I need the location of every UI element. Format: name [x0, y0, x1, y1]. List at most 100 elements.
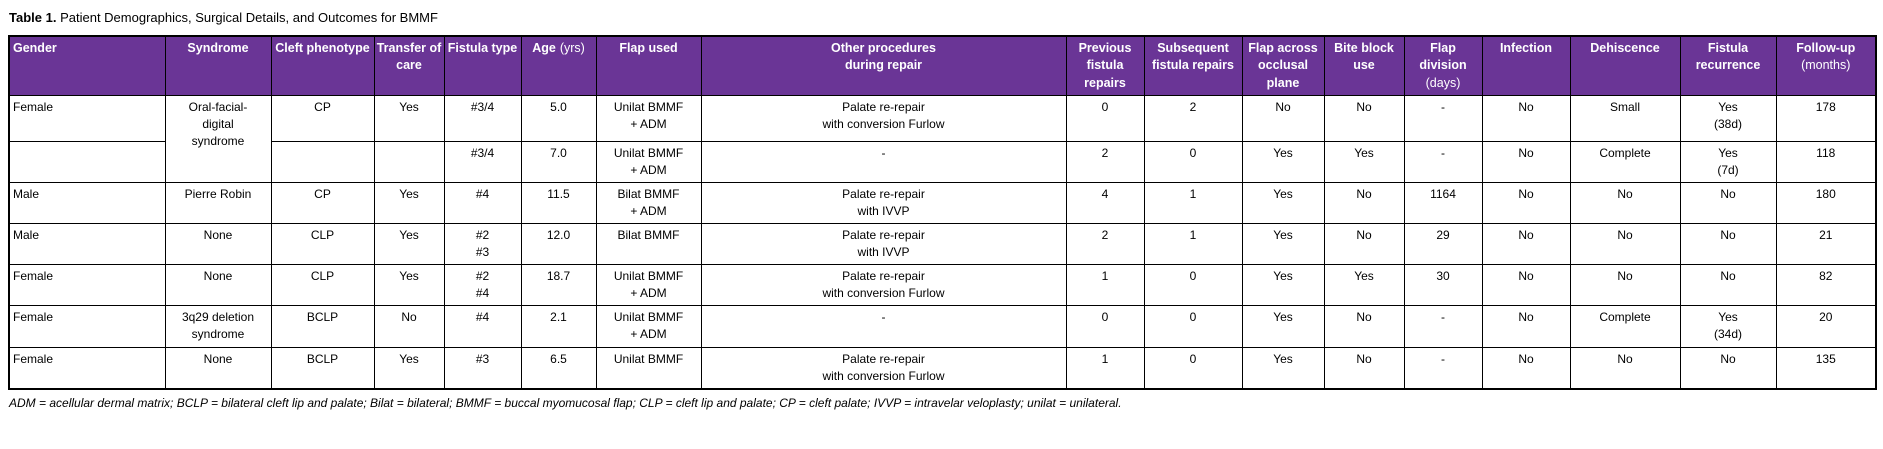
- cell-cleft-phenotype: CP: [270, 182, 375, 225]
- cell-infection: No: [1481, 223, 1571, 266]
- cell-fistula-recurrence: No: [1679, 347, 1777, 390]
- cell-age: 6.5: [520, 347, 597, 390]
- patient-demographics-table: Gender Syndrome Cleft phenotype Transfer…: [8, 34, 1877, 391]
- cell-dehiscence: Small: [1569, 95, 1681, 143]
- cell-cleft-phenotype: CP: [270, 95, 375, 143]
- cell-dehiscence: No: [1569, 223, 1681, 266]
- cell-bite-block: No: [1323, 347, 1405, 390]
- table-row: Female None BCLP Yes #3 6.5 Unilat BMMF …: [8, 347, 1877, 390]
- table-title-text: Patient Demographics, Surgical Details, …: [60, 10, 438, 25]
- cell-transfer-of-care: No: [373, 305, 445, 349]
- cell-flap-used: Unilat BMMF + ADM: [595, 264, 702, 307]
- cell-other-procedures: Palate re-repair with IVVP: [700, 182, 1067, 225]
- cell-cleft-phenotype: CLP: [270, 264, 375, 307]
- cell-follow-up: 135: [1775, 347, 1877, 390]
- cell-syndrome: None: [164, 223, 272, 266]
- cell-other-procedures: -: [700, 141, 1067, 184]
- cell-follow-up: 20: [1775, 305, 1877, 349]
- cell-flap-division: -: [1403, 95, 1483, 143]
- cell-flap-used: Unilat BMMF + ADM: [595, 305, 702, 349]
- cell-transfer-of-care: Yes: [373, 223, 445, 266]
- cell-gender: [8, 141, 166, 184]
- cell-flap-across: Yes: [1241, 182, 1325, 225]
- col-header-flap-used: Flap used: [595, 35, 702, 97]
- cell-transfer-of-care: [373, 141, 445, 184]
- col-header-flap-division-unit: (days): [1425, 75, 1461, 90]
- cell-fistula-recurrence: Yes (7d): [1679, 141, 1777, 184]
- cell-dehiscence: Complete: [1569, 305, 1681, 349]
- cell-subsequent-repairs: 2: [1143, 95, 1243, 143]
- col-header-dehiscence: Dehiscence: [1569, 35, 1681, 97]
- cell-previous-repairs: 4: [1065, 182, 1145, 225]
- table-title-number: Table 1.: [9, 10, 57, 25]
- col-header-flap-across-occlusal-plane: Flap across occlusal plane: [1241, 35, 1325, 97]
- cell-bite-block: No: [1323, 95, 1405, 143]
- cell-transfer-of-care: Yes: [373, 264, 445, 307]
- cell-transfer-of-care: Yes: [373, 95, 445, 143]
- col-header-gender: Gender: [8, 35, 166, 97]
- col-header-follow-up: Follow-up(months): [1775, 35, 1877, 97]
- cell-other-procedures: Palate re-repair with IVVP: [700, 223, 1067, 266]
- cell-flap-division: 29: [1403, 223, 1483, 266]
- cell-follow-up: 82: [1775, 264, 1877, 307]
- cell-flap-division: -: [1403, 305, 1483, 349]
- cell-infection: No: [1481, 264, 1571, 307]
- cell-age: 11.5: [520, 182, 597, 225]
- cell-previous-repairs: 2: [1065, 223, 1145, 266]
- cell-follow-up: 180: [1775, 182, 1877, 225]
- cell-dehiscence: No: [1569, 182, 1681, 225]
- cell-subsequent-repairs: 0: [1143, 347, 1243, 390]
- col-header-flap-division: Flap division(days): [1403, 35, 1483, 97]
- col-header-age: Age(yrs): [520, 35, 597, 97]
- cell-gender: Male: [8, 223, 166, 266]
- cell-infection: No: [1481, 305, 1571, 349]
- cell-transfer-of-care: Yes: [373, 182, 445, 225]
- table-row: Female Oral-facial- digital syndrome CP …: [8, 95, 1877, 184]
- cell-infection: No: [1481, 141, 1571, 184]
- cell-flap-division: 30: [1403, 264, 1483, 307]
- col-header-age-unit: (yrs): [559, 40, 585, 55]
- cell-fistula-recurrence: No: [1679, 182, 1777, 225]
- cell-dehiscence: No: [1569, 347, 1681, 390]
- cell-cleft-phenotype: CLP: [270, 223, 375, 266]
- table-row: #3/4 7.0 Unilat BMMF + ADM - 2 0 Yes Yes…: [8, 141, 1877, 184]
- col-header-syndrome: Syndrome: [164, 35, 272, 97]
- cell-flap-used: Bilat BMMF: [595, 223, 702, 266]
- col-header-fistula-type: Fistula type: [443, 35, 522, 97]
- table-row: Female None CLP Yes #2 #4 18.7 Unilat BM…: [8, 264, 1877, 307]
- cell-age: 12.0: [520, 223, 597, 266]
- col-header-other-procedures: Other procedures during repair: [700, 35, 1067, 97]
- cell-fistula-recurrence: Yes (38d): [1679, 95, 1777, 143]
- col-header-infection: Infection: [1481, 35, 1571, 97]
- cell-fistula-recurrence: No: [1679, 223, 1777, 266]
- cell-flap-across: No: [1241, 95, 1325, 143]
- cell-fistula-type: #2 #4: [443, 264, 522, 307]
- cell-gender: Male: [8, 182, 166, 225]
- cell-gender: Female: [8, 347, 166, 390]
- cell-flap-division: 1164: [1403, 182, 1483, 225]
- table-header-row: Gender Syndrome Cleft phenotype Transfer…: [8, 35, 1877, 97]
- cell-cleft-phenotype: BCLP: [270, 305, 375, 349]
- col-header-follow-up-unit: (months): [1801, 58, 1851, 73]
- cell-flap-across: Yes: [1241, 141, 1325, 184]
- cell-flap-used: Unilat BMMF + ADM: [595, 141, 702, 184]
- cell-previous-repairs: 0: [1065, 305, 1145, 349]
- cell-flap-across: Yes: [1241, 305, 1325, 349]
- cell-flap-across: Yes: [1241, 223, 1325, 266]
- cell-cleft-phenotype: [270, 141, 375, 184]
- cell-age: 18.7: [520, 264, 597, 307]
- cell-fistula-type: #2 #3: [443, 223, 522, 266]
- table-row: Female 3q29 deletion syndrome BCLP No #4…: [8, 305, 1877, 349]
- cell-fistula-type: #3: [443, 347, 522, 390]
- cell-other-procedures: -: [700, 305, 1067, 349]
- cell-previous-repairs: 0: [1065, 95, 1145, 143]
- cell-previous-repairs: 2: [1065, 141, 1145, 184]
- col-header-bite-block-use: Bite block use: [1323, 35, 1405, 97]
- cell-age: 5.0: [520, 95, 597, 143]
- cell-follow-up: 21: [1775, 223, 1877, 266]
- cell-gender: Female: [8, 95, 166, 143]
- cell-subsequent-repairs: 1: [1143, 182, 1243, 225]
- cell-infection: No: [1481, 95, 1571, 143]
- col-header-subsequent-fistula-repairs: Subsequent fistula repairs: [1143, 35, 1243, 97]
